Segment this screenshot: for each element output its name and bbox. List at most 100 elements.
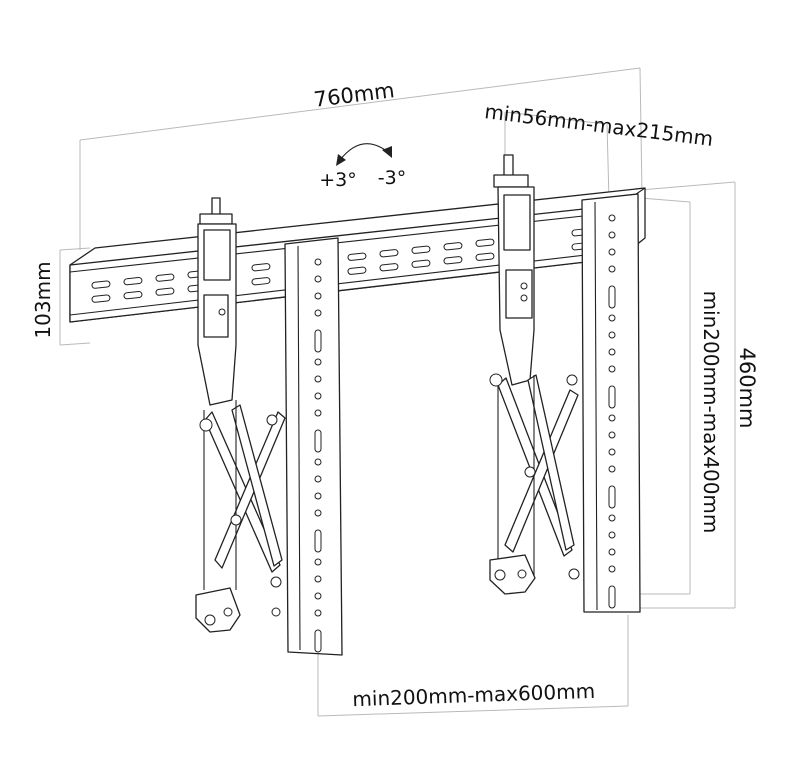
- arm-hole: [608, 231, 616, 239]
- arm-hole: [608, 448, 616, 456]
- rail-slot: [251, 277, 271, 286]
- rail-slot: [379, 263, 399, 272]
- tilt-indicator: [336, 143, 392, 166]
- right-pivot-middle: [524, 466, 536, 478]
- right-latch-screw-a: [520, 282, 528, 290]
- left-hook-window: [203, 229, 231, 281]
- arm-slot: [608, 285, 616, 309]
- arm-hole: [314, 258, 322, 266]
- left-arm-holes: [314, 258, 322, 653]
- right-lock-cap: [493, 174, 529, 188]
- right-hook-window: [503, 194, 531, 251]
- arm-hole: [314, 592, 322, 600]
- right-foot-pivot: [494, 569, 506, 581]
- width-dimension-line: [79, 67, 641, 141]
- arm-hole: [608, 514, 616, 522]
- arm-hole: [608, 365, 616, 373]
- rail-slot: [443, 242, 463, 251]
- left-arm-foot: [195, 587, 241, 633]
- vesa-horizontal-label: min56mm-max215mm: [483, 99, 714, 151]
- left-lock-knob: [211, 197, 221, 217]
- rail-slot: [443, 256, 463, 265]
- arm-hole: [608, 548, 616, 556]
- arm-slot: [608, 485, 616, 509]
- rail-slot: [91, 294, 111, 303]
- arm-slot: [314, 529, 322, 553]
- tilt-positive-label: +3°: [319, 169, 357, 191]
- right-pivot-right: [566, 374, 578, 386]
- dimension-lines: [59, 67, 736, 717]
- arm-slot: [314, 329, 322, 353]
- left-foot-pivot: [204, 614, 216, 626]
- right-latch-screw-b: [520, 294, 528, 302]
- left-arm-assembly: [195, 197, 343, 656]
- arm-hole: [314, 575, 322, 583]
- arm-hole: [314, 358, 322, 366]
- arm-hole: [314, 475, 322, 483]
- rail-slot: [251, 263, 271, 272]
- left-arm-bottom-bolt-2: [271, 607, 281, 617]
- arm-hole: [608, 414, 616, 422]
- arm-hole: [314, 375, 322, 383]
- rail-slot: [91, 280, 111, 289]
- arm-hole: [608, 248, 616, 256]
- rail-height-label: 103mm: [31, 261, 55, 338]
- rail-slot: [347, 266, 367, 275]
- tilt-arrow-left: [336, 154, 346, 166]
- tilt-arc: [339, 143, 389, 161]
- total-height-label: 460mm: [735, 348, 759, 429]
- arm-slot: [608, 585, 616, 609]
- total-height-extension-top: [639, 181, 736, 191]
- arm-hole: [608, 431, 616, 439]
- arm-hole: [314, 392, 322, 400]
- tilt-arrow-right: [382, 146, 392, 158]
- arm-hole: [608, 531, 616, 539]
- right-scissor-link-a: [497, 377, 573, 557]
- arm-hole: [608, 331, 616, 339]
- arm-slot: [314, 629, 322, 653]
- vesa-vertical-label: min200mm-max400mm: [699, 291, 723, 534]
- right-pivot-top: [489, 373, 503, 387]
- arm-hole: [608, 465, 616, 473]
- tilt-negative-label: -3°: [378, 167, 406, 189]
- right-foot-bolt: [517, 569, 527, 579]
- arm-spacing-label: min200mm-max600mm: [352, 679, 595, 711]
- left-scissor-link-b: [214, 411, 286, 569]
- left-latch-block: [203, 294, 229, 338]
- rail-slot: [475, 238, 495, 247]
- arm-hole: [608, 265, 616, 273]
- right-arm-assembly: [489, 154, 641, 613]
- arm-slot: [314, 429, 322, 453]
- width-label: 760mm: [312, 78, 395, 112]
- rail-slot: [123, 291, 143, 300]
- rail-slot: [475, 252, 495, 261]
- rail-slot: [155, 273, 175, 282]
- left-vertical-arm-bevel: [297, 245, 301, 651]
- right-latch-block: [505, 269, 533, 319]
- arm-hole: [314, 409, 322, 417]
- left-arm-bottom-bolt: [270, 576, 282, 588]
- rail-slot: [347, 252, 367, 261]
- arm-hole: [608, 214, 616, 222]
- left-pivot-right: [266, 414, 278, 426]
- arm-hole: [314, 509, 322, 517]
- left-pivot-middle: [230, 514, 242, 526]
- arm-hole: [608, 314, 616, 322]
- right-scissor-link-c: [527, 374, 575, 551]
- right-arm-bottom-bolt: [568, 568, 580, 580]
- vesa-vertical-extension-top: [639, 197, 691, 203]
- left-lock-cap: [199, 213, 233, 225]
- arm-hole: [314, 309, 322, 317]
- width-extension-right: [639, 67, 643, 196]
- arm-hole: [314, 458, 322, 466]
- left-pivot-top: [199, 418, 213, 432]
- arm-hole: [608, 348, 616, 356]
- rail-slot: [379, 249, 399, 258]
- rail-slot: [411, 259, 431, 268]
- arm-hole: [314, 609, 322, 617]
- arm-spacing-dimension-line: [317, 705, 629, 717]
- left-foot-bolt: [223, 607, 233, 617]
- rail-height-extension-bottom: [59, 342, 91, 346]
- arm-hole: [608, 565, 616, 573]
